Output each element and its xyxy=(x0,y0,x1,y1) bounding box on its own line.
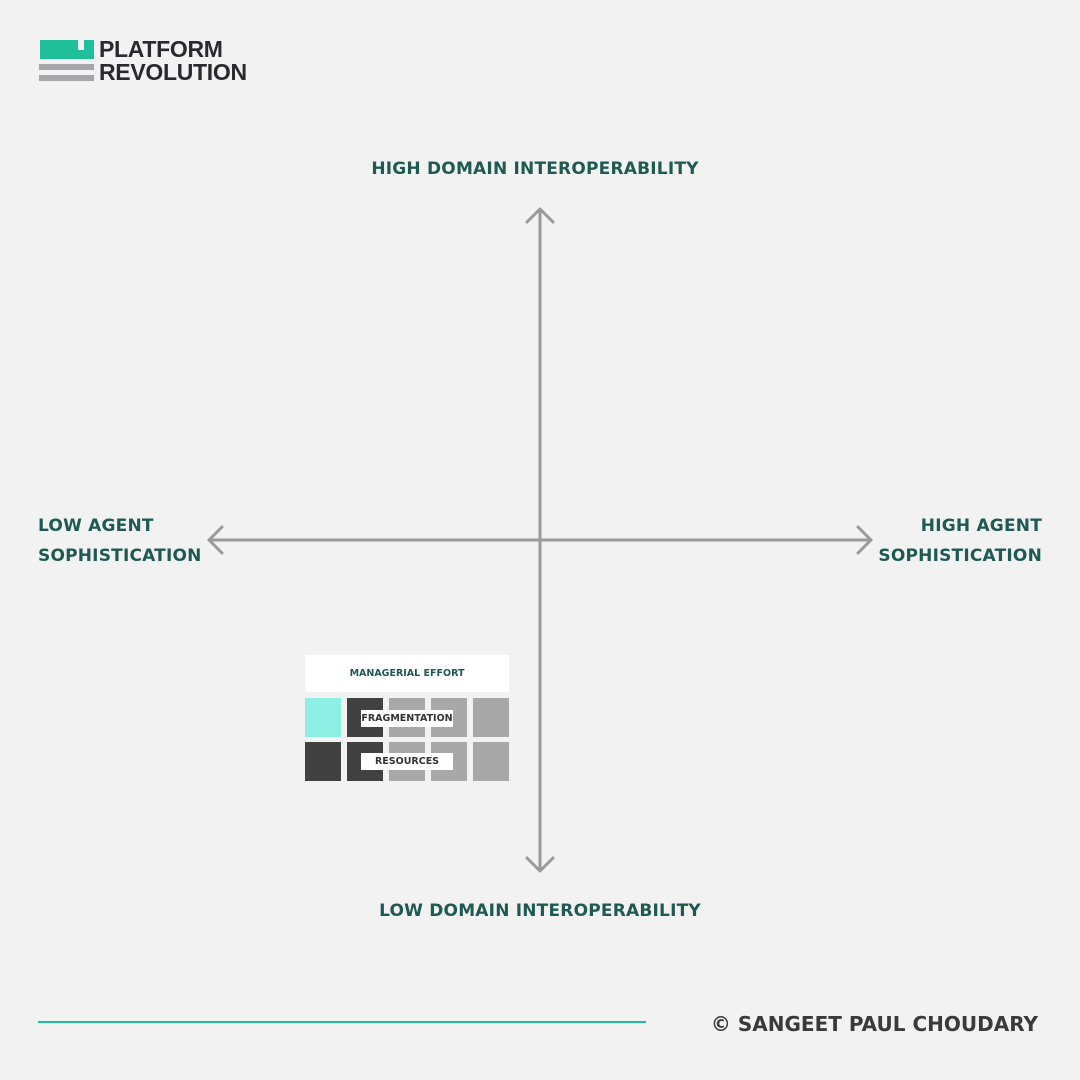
logo-line2: REVOLUTION xyxy=(99,59,247,85)
arrow-left-icon xyxy=(207,525,224,555)
card-title: MANAGERIAL EFFORT xyxy=(305,655,509,692)
arrow-right-icon xyxy=(856,525,873,555)
cell xyxy=(305,698,341,737)
axis-label-right: HIGH AGENT SOPHISTICATION xyxy=(878,511,1042,571)
cell xyxy=(473,742,509,781)
arrow-down-icon xyxy=(525,856,555,873)
axis-label-left-line1: LOW AGENT xyxy=(38,516,154,536)
logo-mark-icon xyxy=(39,40,94,81)
logo: PLATFORM REVOLUTION xyxy=(38,36,263,85)
cell xyxy=(473,698,509,737)
arrow-up-icon xyxy=(525,207,555,224)
axis-label-top: HIGH DOMAIN INTEROPERABILITY xyxy=(371,159,699,179)
axis-label-right-line2: SOPHISTICATION xyxy=(878,546,1042,566)
axis-label-right-line1: HIGH AGENT xyxy=(920,516,1042,536)
managerial-effort-card: MANAGERIAL EFFORT FRAGMENTATION RESOURCE… xyxy=(305,655,509,781)
cell xyxy=(305,742,341,781)
resources-label: RESOURCES xyxy=(361,753,453,770)
copyright: © SANGEET PAUL CHOUDARY xyxy=(710,1012,1038,1036)
fragmentation-label: FRAGMENTATION xyxy=(361,710,453,727)
axis-label-bottom: LOW DOMAIN INTEROPERABILITY xyxy=(379,901,701,921)
logo-line1: PLATFORM xyxy=(99,36,223,62)
axis-label-left: LOW AGENT SOPHISTICATION xyxy=(38,511,202,571)
axis-label-left-line2: SOPHISTICATION xyxy=(38,546,202,566)
footer-divider xyxy=(38,1021,646,1023)
